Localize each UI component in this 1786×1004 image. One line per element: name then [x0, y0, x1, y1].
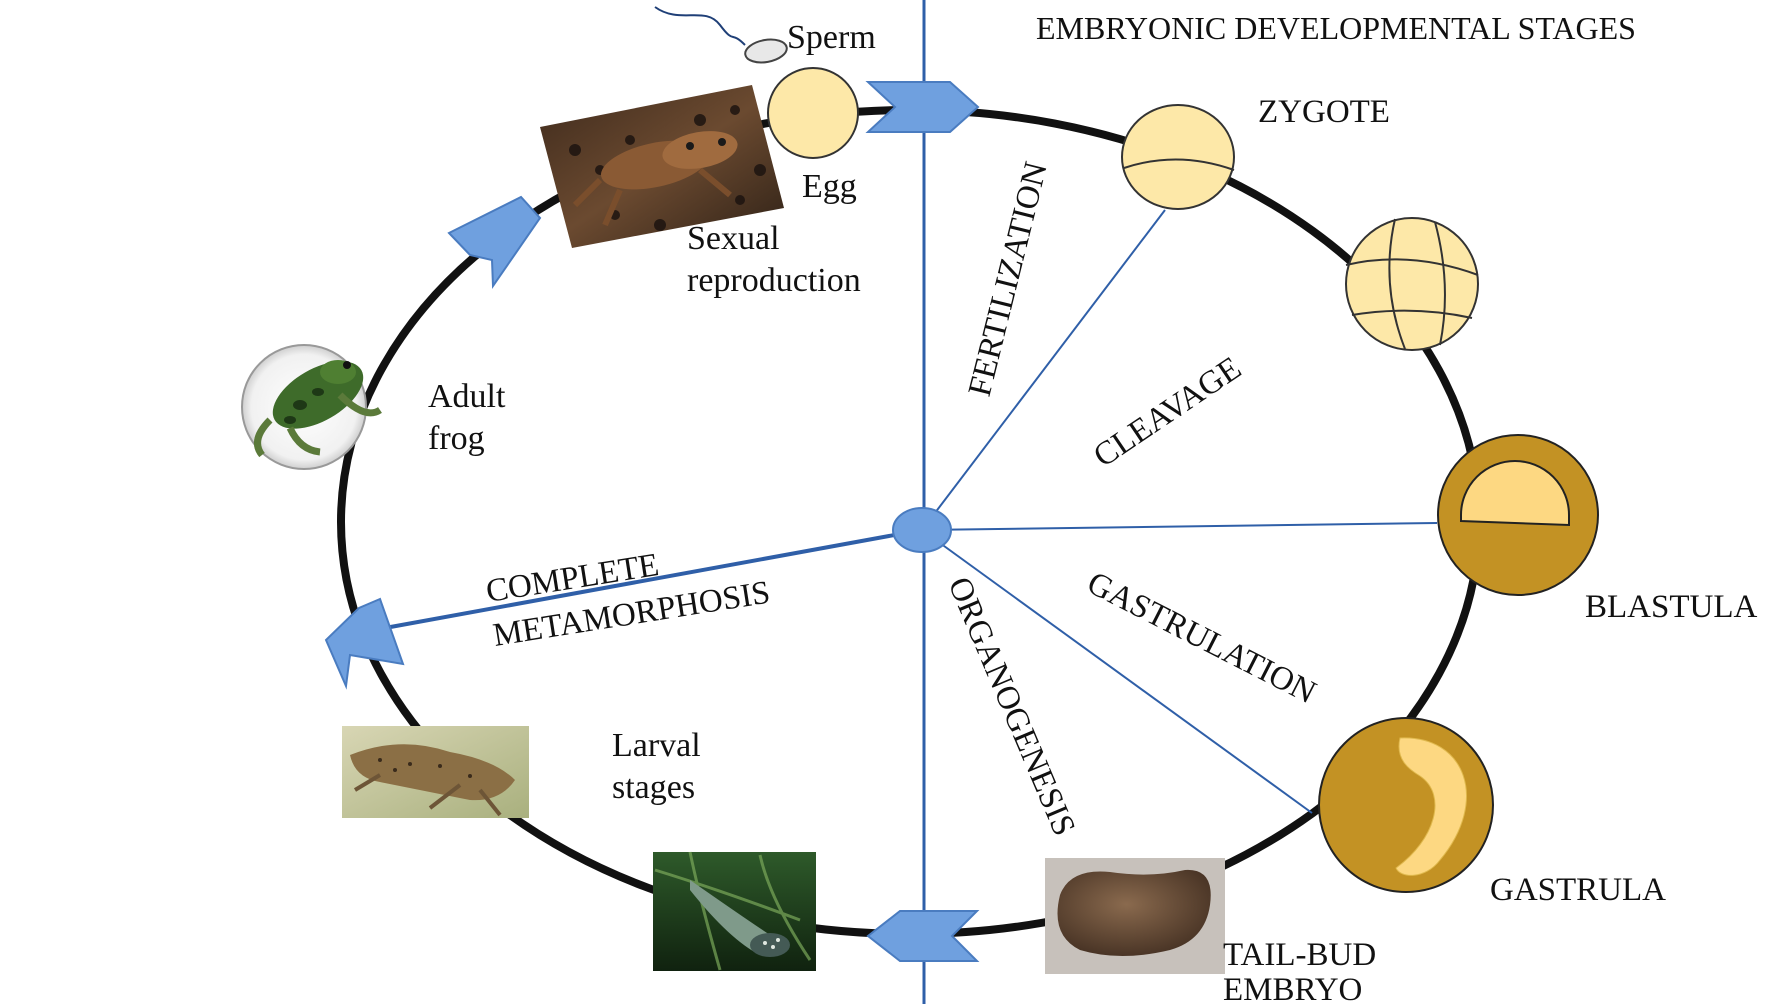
mating-frogs-photo — [540, 85, 784, 248]
egg-icon — [767, 67, 859, 159]
radial-lines — [384, 209, 1438, 814]
arrow-top-right — [865, 81, 980, 133]
organogenesis-label: ORGANOGENESIS — [941, 572, 1082, 841]
larval-stages-label-line2: stages — [612, 769, 695, 806]
gastrula-label: GASTRULA — [1490, 872, 1666, 908]
zygote-label: ZYGOTE — [1258, 94, 1390, 130]
arrow-upper-left — [447, 195, 542, 290]
blastula-label: BLASTULA — [1585, 589, 1758, 625]
cleavage-label: CLEAVAGE — [1087, 350, 1247, 475]
egg-label: Egg — [802, 168, 857, 205]
fertilization-label: FERTILIZATION — [962, 158, 1055, 400]
cleavage-embryo-icon — [1345, 217, 1479, 351]
tadpole-photo — [342, 726, 529, 818]
sexual-reproduction-label-line1: Sexual — [687, 220, 780, 257]
tailbud-embryo-label-line1: TAIL-BUD — [1223, 937, 1376, 973]
arrow-lower-left — [324, 597, 405, 690]
diagram-title: EMBRYONIC DEVELOPMENTAL STAGES — [1036, 10, 1636, 46]
tailbud-embryo-photo — [1045, 858, 1225, 974]
sexual-reproduction-label-line2: reproduction — [687, 262, 861, 299]
sperm-label: Sperm — [787, 19, 876, 56]
adult-frog-photo — [241, 344, 382, 470]
arrow-bottom-left — [866, 910, 980, 962]
tailbud-embryo-label-line2: EMBRYO — [1223, 972, 1362, 1004]
zygote-icon — [1121, 104, 1235, 210]
center-hub — [892, 507, 952, 553]
gastrula-icon — [1318, 717, 1494, 893]
early-larva-photo — [653, 851, 816, 971]
blastula-icon — [1437, 434, 1599, 596]
larval-stages-label-line1: Larval — [612, 727, 701, 764]
adult-frog-label-line1: Adult — [428, 378, 506, 415]
adult-frog-label-line2: frog — [428, 420, 485, 457]
gastrulation-label: GASTRULATION — [1081, 565, 1321, 711]
sperm-icon — [654, 6, 788, 64]
